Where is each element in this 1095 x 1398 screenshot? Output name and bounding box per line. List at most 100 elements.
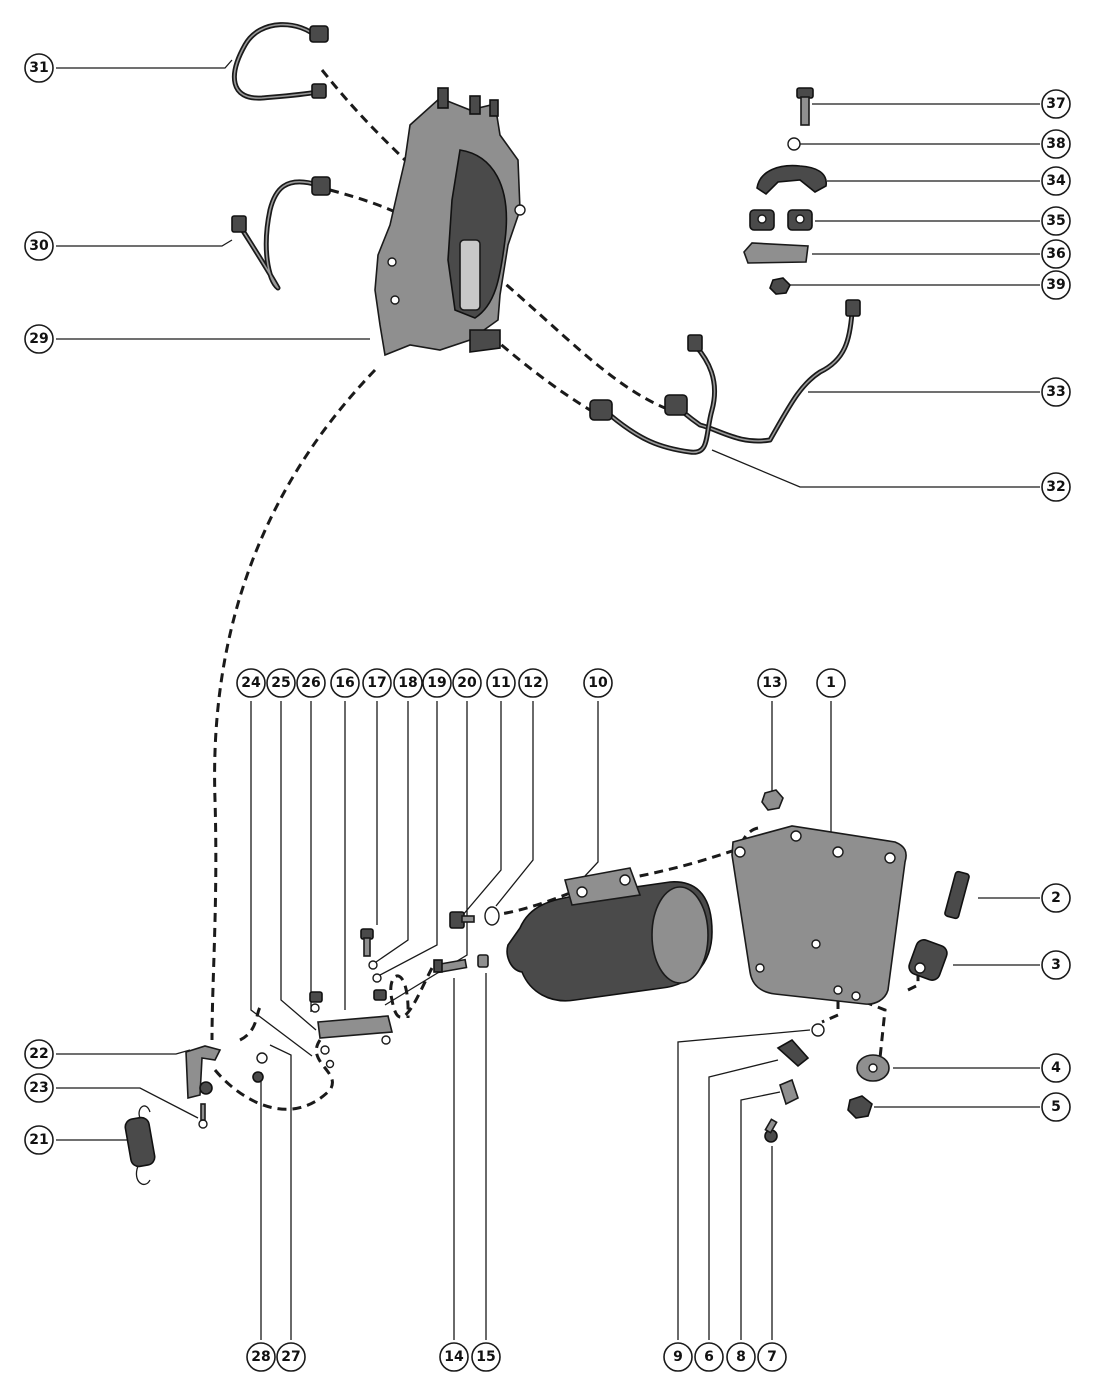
svg-text:18: 18 <box>398 675 417 691</box>
leader-lines <box>56 59 1040 1340</box>
grommets-part-35 <box>749 209 813 231</box>
svg-text:37: 37 <box>1046 96 1065 112</box>
callout-8: 8 <box>726 1342 756 1372</box>
svg-text:2: 2 <box>1051 890 1061 906</box>
callout-36: 36 <box>1041 239 1071 269</box>
terminal-part-6 <box>776 1038 810 1068</box>
nut-part-20 <box>373 989 387 1001</box>
nut-part-5 <box>847 1095 873 1119</box>
callout-35: 35 <box>1041 206 1071 236</box>
washer-part-24 <box>320 1045 330 1055</box>
callout-38: 38 <box>1041 129 1071 159</box>
callout-23: 23 <box>24 1073 54 1103</box>
parts <box>124 25 970 1185</box>
callout-3: 3 <box>1041 950 1071 980</box>
callout-32: 32 <box>1041 472 1071 502</box>
svg-text:29: 29 <box>29 331 48 347</box>
svg-text:14: 14 <box>444 1349 464 1365</box>
svg-text:7: 7 <box>767 1349 777 1365</box>
callout-4: 4 <box>1041 1053 1071 1083</box>
washer-part-12 <box>484 906 500 926</box>
washer-part-27 <box>256 1052 268 1064</box>
nut-part-13 <box>761 789 784 811</box>
callout-22: 22 <box>24 1039 54 1069</box>
svg-text:25: 25 <box>271 675 290 691</box>
callout-24: 24 <box>236 668 266 698</box>
screw-part-7 <box>764 1118 778 1143</box>
pin-part-23 <box>198 1103 208 1129</box>
callout-14: 14 <box>439 1342 469 1372</box>
svg-text:10: 10 <box>588 675 608 691</box>
spring-part-21 <box>124 1105 156 1185</box>
spacer-part-3 <box>908 939 948 981</box>
screw-part-14 <box>433 958 468 974</box>
screw-part-17 <box>360 928 374 957</box>
plate-part-36 <box>743 242 809 264</box>
washer-part-24b <box>325 1059 335 1069</box>
svg-text:30: 30 <box>29 238 49 254</box>
svg-text:1: 1 <box>826 675 836 691</box>
callout-39: 39 <box>1041 270 1071 300</box>
svg-text:34: 34 <box>1046 173 1066 189</box>
svg-text:8: 8 <box>736 1349 746 1365</box>
washer-part-18 <box>368 960 378 970</box>
svg-text:26: 26 <box>301 675 320 691</box>
callout-12: 12 <box>518 668 548 698</box>
callout-9: 9 <box>663 1342 693 1372</box>
callout-33: 33 <box>1041 377 1071 407</box>
svg-text:20: 20 <box>457 675 477 691</box>
svg-text:39: 39 <box>1046 277 1065 293</box>
svg-text:35: 35 <box>1046 213 1065 229</box>
callout-17: 17 <box>362 668 392 698</box>
callout-20: 20 <box>452 668 482 698</box>
lockwasher-part-9 <box>811 1023 825 1037</box>
gasket-part-16 <box>317 1015 394 1039</box>
svg-text:36: 36 <box>1046 246 1065 262</box>
svg-text:3: 3 <box>1051 957 1061 973</box>
callout-11: 11 <box>486 668 516 698</box>
washer-part-19 <box>372 973 382 983</box>
solenoid-part-10 <box>506 867 713 1002</box>
mounting-plate-part-1 <box>731 825 907 1005</box>
svg-text:24: 24 <box>241 675 261 691</box>
svg-text:15: 15 <box>476 1349 495 1365</box>
callout-25: 25 <box>266 668 296 698</box>
callout-27: 27 <box>276 1342 306 1372</box>
screw-part-37 <box>796 87 814 126</box>
stud-part-2 <box>944 870 970 920</box>
nut-part-39 <box>769 277 791 295</box>
callout-5: 5 <box>1041 1092 1071 1122</box>
callout-18: 18 <box>393 668 423 698</box>
svg-text:16: 16 <box>335 675 354 691</box>
washer-part-19b <box>381 1035 391 1045</box>
svg-text:38: 38 <box>1046 136 1065 152</box>
nut-part-28 <box>252 1071 264 1083</box>
svg-text:28: 28 <box>251 1349 270 1365</box>
nut-part-15 <box>477 954 489 968</box>
svg-text:21: 21 <box>29 1132 48 1148</box>
svg-text:22: 22 <box>29 1046 48 1062</box>
svg-text:31: 31 <box>29 60 48 76</box>
screw-part-11 <box>449 911 475 929</box>
callout-16: 16 <box>330 668 360 698</box>
callout-2: 2 <box>1041 883 1071 913</box>
callout-1: 1 <box>816 668 846 698</box>
callout-bubbles: 1 2 3 4 5 6 7 8 9 10 11 12 13 14 15 16 1… <box>24 53 1071 1372</box>
callout-26: 26 <box>296 668 326 698</box>
washer-part-38 <box>787 137 801 151</box>
svg-text:5: 5 <box>1051 1099 1061 1115</box>
callout-29: 29 <box>24 324 54 354</box>
callout-15: 15 <box>471 1342 501 1372</box>
svg-text:13: 13 <box>762 675 781 691</box>
callout-31: 31 <box>24 53 54 83</box>
callout-13: 13 <box>757 668 787 698</box>
svg-text:32: 32 <box>1046 479 1065 495</box>
pump-body-part-29 <box>374 87 526 357</box>
callout-10: 10 <box>583 668 613 698</box>
tube-lines <box>231 22 855 455</box>
callout-37: 37 <box>1041 89 1071 119</box>
callout-19: 19 <box>422 668 452 698</box>
svg-text:4: 4 <box>1051 1060 1061 1076</box>
callout-21: 21 <box>24 1125 54 1155</box>
